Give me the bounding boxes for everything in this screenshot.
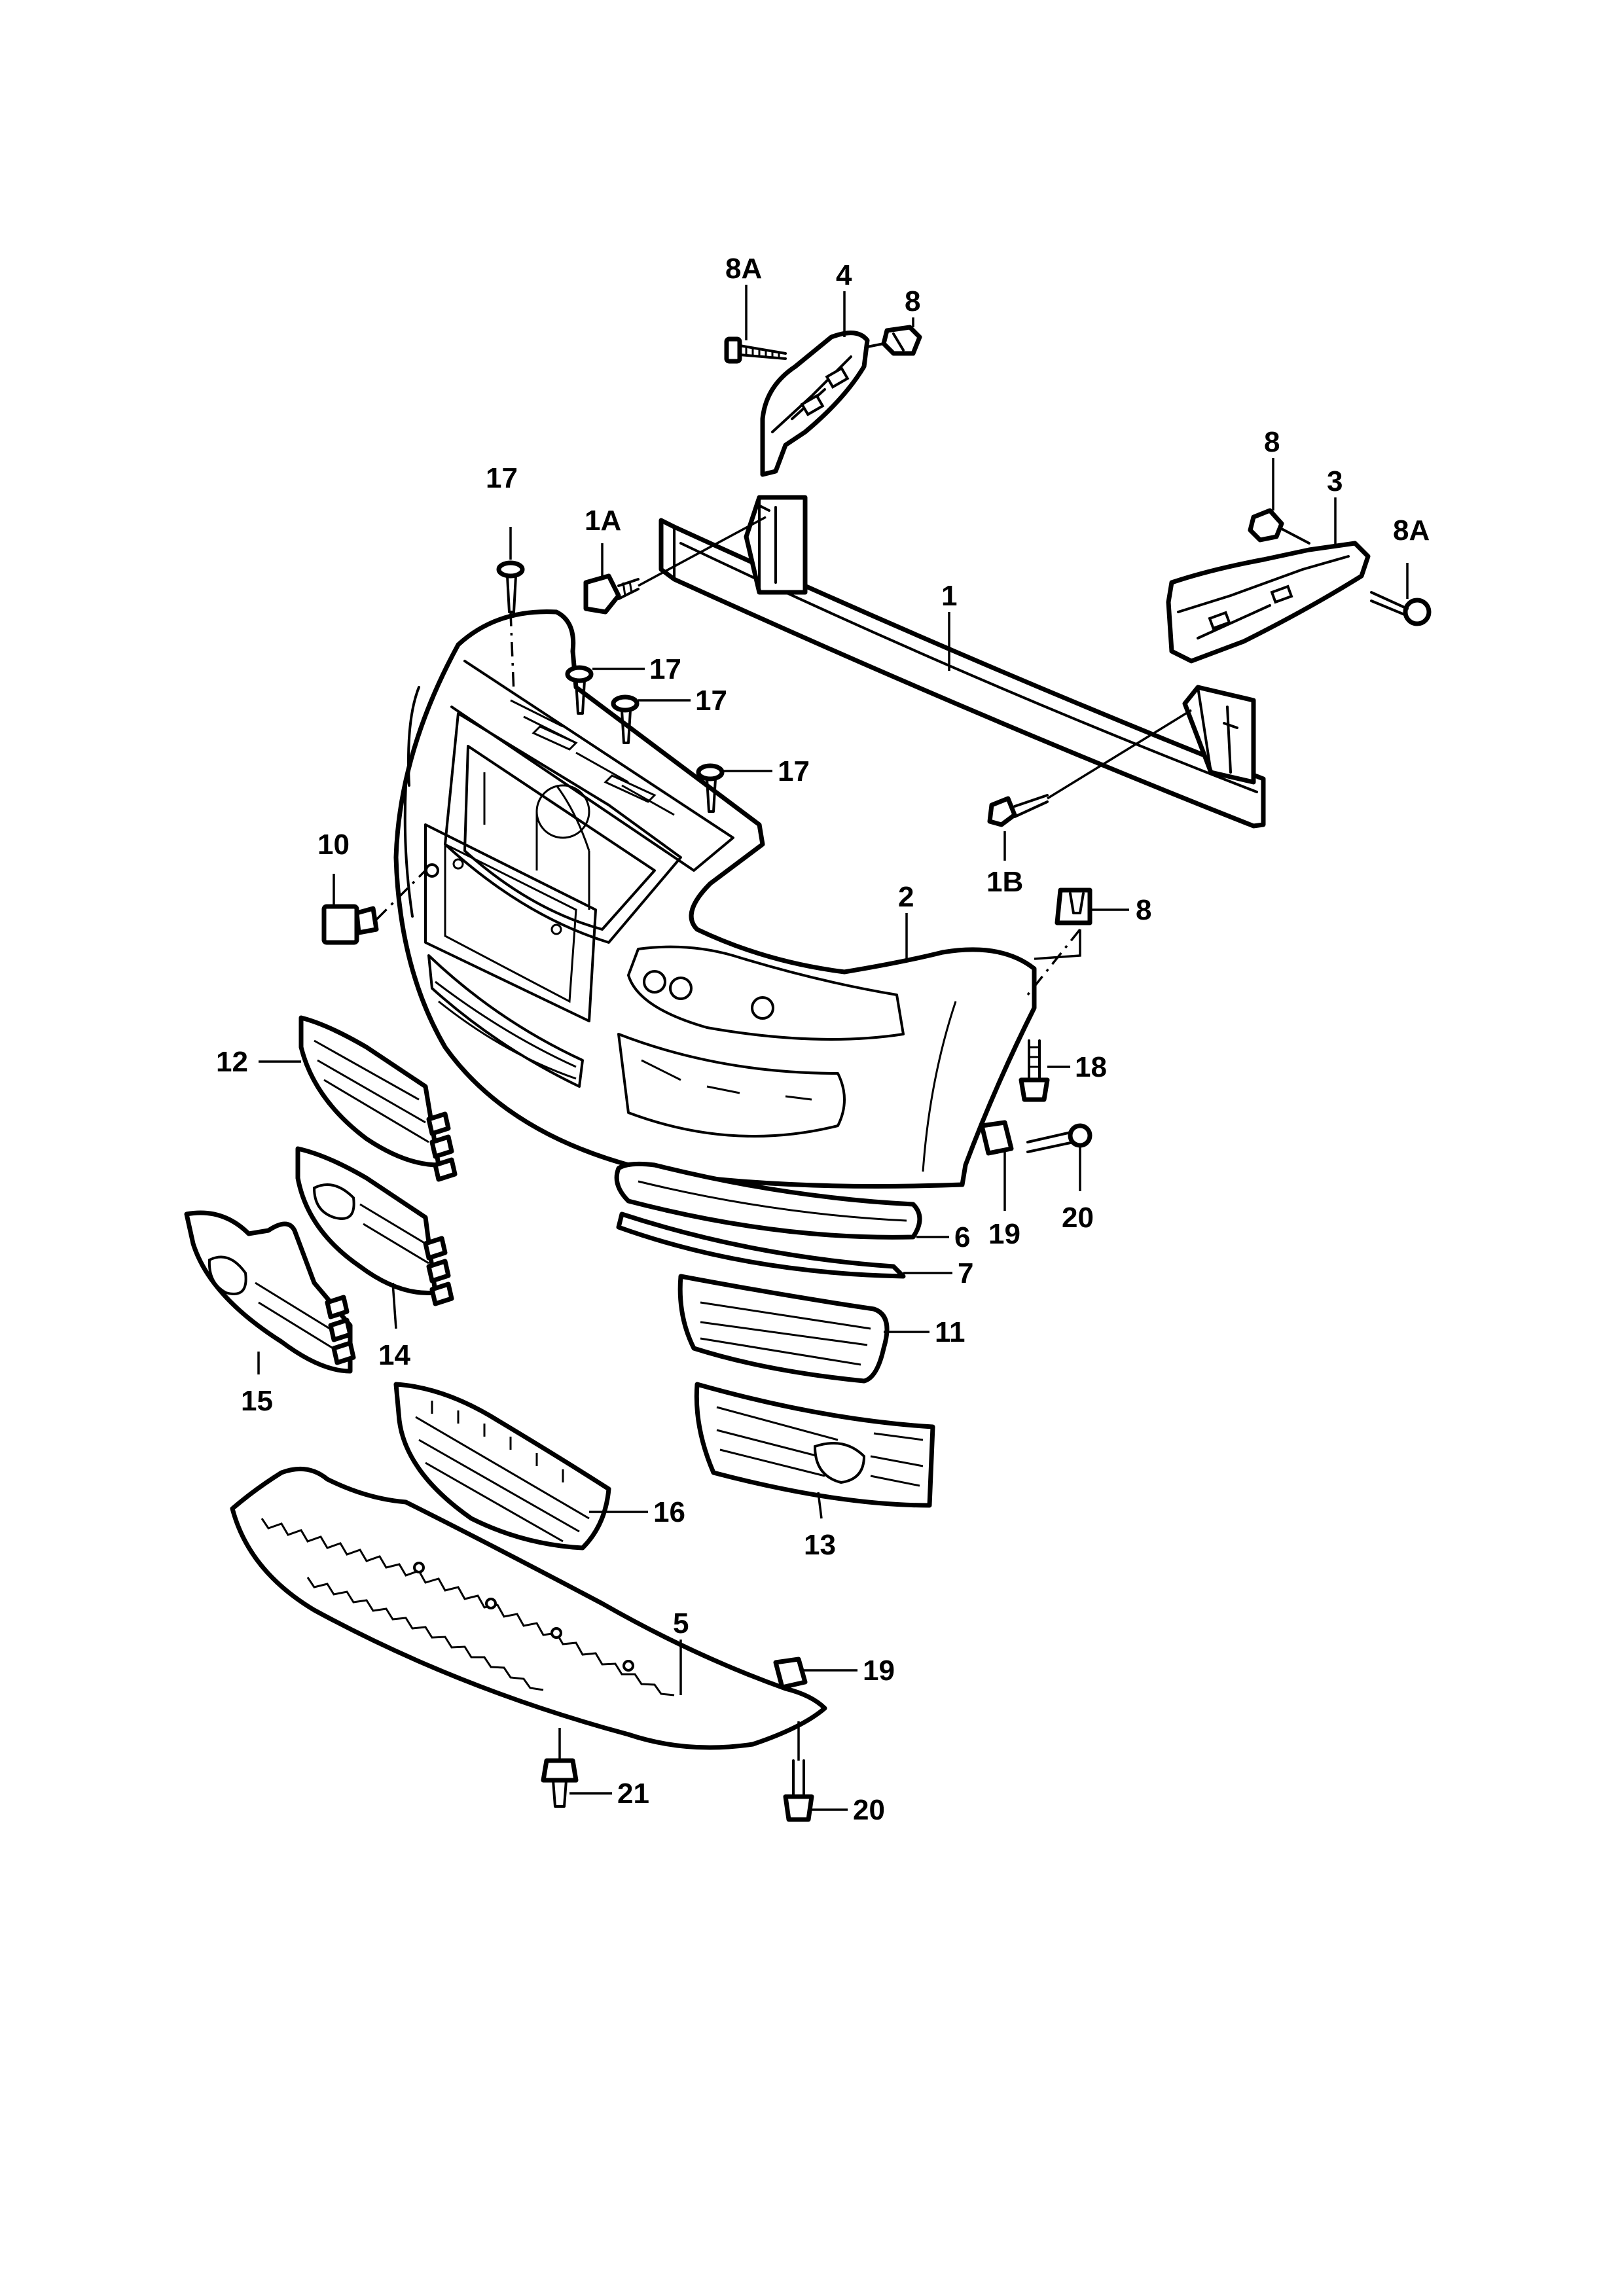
callout-8-top: 8 — [905, 285, 920, 317]
callout-19-a: 19 — [988, 1218, 1020, 1250]
callout-15: 15 — [241, 1385, 273, 1417]
callout-1b: 1B — [986, 866, 1023, 898]
grille-14 — [295, 1146, 454, 1306]
lower-skid-plate-5 — [230, 1466, 827, 1750]
push-rivet-21-icon — [541, 1758, 579, 1808]
callout-20-b: 20 — [853, 1794, 885, 1826]
screw-17-b-icon — [565, 665, 594, 715]
bolt-1a-icon — [583, 573, 640, 615]
callout-11: 11 — [935, 1316, 965, 1348]
callout-17-a: 17 — [486, 462, 518, 494]
screw-18-icon — [1019, 1039, 1050, 1102]
speed-nut-19-b-icon — [773, 1657, 808, 1690]
screw-17-d-icon — [696, 763, 725, 813]
grille-11 — [677, 1274, 890, 1384]
callout-12: 12 — [216, 1046, 248, 1078]
mounting-bracket-left — [760, 331, 870, 477]
callout-19-b: 19 — [863, 1655, 895, 1687]
callout-5: 5 — [673, 1607, 689, 1640]
leader-lines — [257, 285, 1409, 1811]
callout-10: 10 — [317, 829, 350, 861]
callout-8-right: 8 — [1264, 426, 1280, 458]
callout-16: 16 — [653, 1496, 685, 1528]
bolt-8a-left-icon — [724, 336, 787, 364]
screw-20-b-icon — [783, 1759, 814, 1822]
grille-16 — [393, 1382, 611, 1551]
seal-strip-7 — [616, 1211, 906, 1279]
speed-nut-19-a-icon — [979, 1120, 1014, 1156]
callout-8a-right: 8A — [1393, 514, 1430, 547]
callout-14: 14 — [378, 1339, 410, 1371]
callout-21: 21 — [617, 1778, 649, 1810]
callout-labels: 8A 4 8 8 3 8A 17 1A 1 17 17 17 10 1B 2 8… — [216, 253, 1430, 1826]
retainer-10-icon — [321, 904, 379, 945]
callout-4: 4 — [836, 259, 852, 291]
callout-13: 13 — [804, 1529, 836, 1561]
bolt-1b-icon — [987, 794, 1049, 827]
leader-1a-to-bar — [638, 516, 767, 587]
centerline-8-clip — [1026, 928, 1081, 996]
clip-8-top-icon — [866, 325, 922, 356]
callout-1: 1 — [941, 580, 957, 612]
grille-15 — [184, 1210, 356, 1374]
callout-17-b: 17 — [649, 653, 681, 685]
callout-8-clip: 8 — [1136, 894, 1151, 926]
callout-20-a: 20 — [1062, 1202, 1094, 1234]
clip-8-right-icon — [1248, 508, 1310, 545]
callout-17-c: 17 — [695, 685, 727, 717]
leader-1b-to-bar — [1047, 709, 1192, 800]
screw-17-a-icon — [496, 560, 525, 613]
clip-8-corner-icon — [1055, 888, 1092, 925]
centerline-10 — [375, 869, 427, 921]
grille-13 — [694, 1382, 935, 1508]
bolt-8a-right-icon — [1370, 591, 1432, 626]
trim-strip-6 — [614, 1161, 922, 1240]
mounting-bracket-right — [1166, 541, 1371, 664]
bumper-cover — [393, 609, 1037, 1189]
callout-8a-left: 8A — [725, 253, 762, 285]
centerline-17 — [509, 611, 515, 694]
callout-2: 2 — [898, 881, 914, 913]
callout-7: 7 — [958, 1257, 973, 1289]
callout-18: 18 — [1075, 1051, 1107, 1083]
callout-3: 3 — [1327, 465, 1343, 497]
callout-1a: 1A — [585, 505, 621, 537]
grille-12 — [298, 1015, 458, 1182]
bumper-reinforcement-bar — [659, 495, 1266, 829]
callout-6: 6 — [954, 1221, 970, 1253]
callout-17-d: 17 — [778, 755, 810, 787]
leader-8-clip-corner — [1034, 929, 1081, 960]
screw-17-c-icon — [611, 694, 640, 744]
